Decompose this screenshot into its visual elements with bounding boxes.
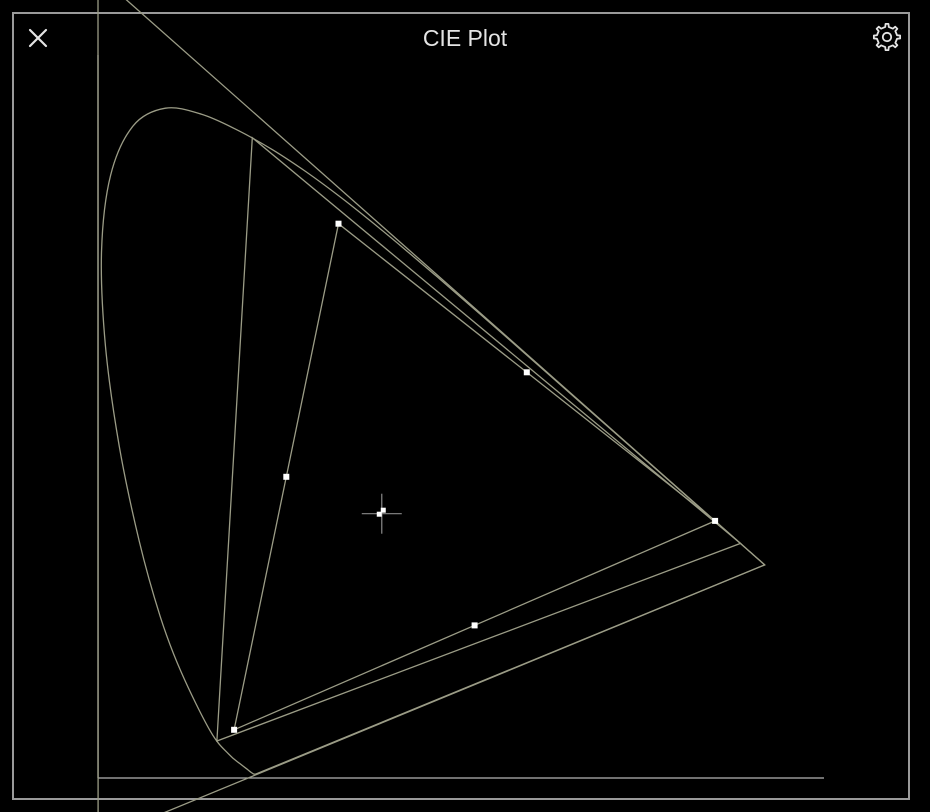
gamut-triangle-2: [233, 222, 717, 731]
gamut-triangles: [97, 0, 766, 812]
gamut-handle-2[interactable]: [335, 220, 342, 227]
spectral-locus-curve: [100, 107, 766, 775]
white-point-cursor[interactable]: [361, 493, 402, 534]
plot-axes: [97, 55, 824, 779]
gamut-triangle-1: [216, 136, 742, 742]
close-icon: [28, 28, 48, 48]
gamut-markers[interactable]: [231, 220, 719, 733]
window-title: CIE Plot: [422, 25, 508, 51]
gamut-triangle-3: [97, 0, 766, 812]
gamut-handle-5[interactable]: [283, 473, 290, 480]
gamut-handle-1[interactable]: [712, 517, 719, 524]
cie-plot-panel: [12, 12, 910, 800]
gamut-handle-4[interactable]: [523, 369, 530, 376]
white-point-handle[interactable]: [380, 507, 386, 513]
gamut-handle-3[interactable]: [231, 726, 238, 733]
spectral-locus: [100, 107, 766, 775]
gamut-handle-6[interactable]: [471, 622, 478, 629]
gear-icon: [872, 22, 902, 52]
white-point-target[interactable]: [376, 511, 382, 517]
close-button[interactable]: [24, 24, 52, 52]
settings-button[interactable]: [870, 20, 904, 54]
